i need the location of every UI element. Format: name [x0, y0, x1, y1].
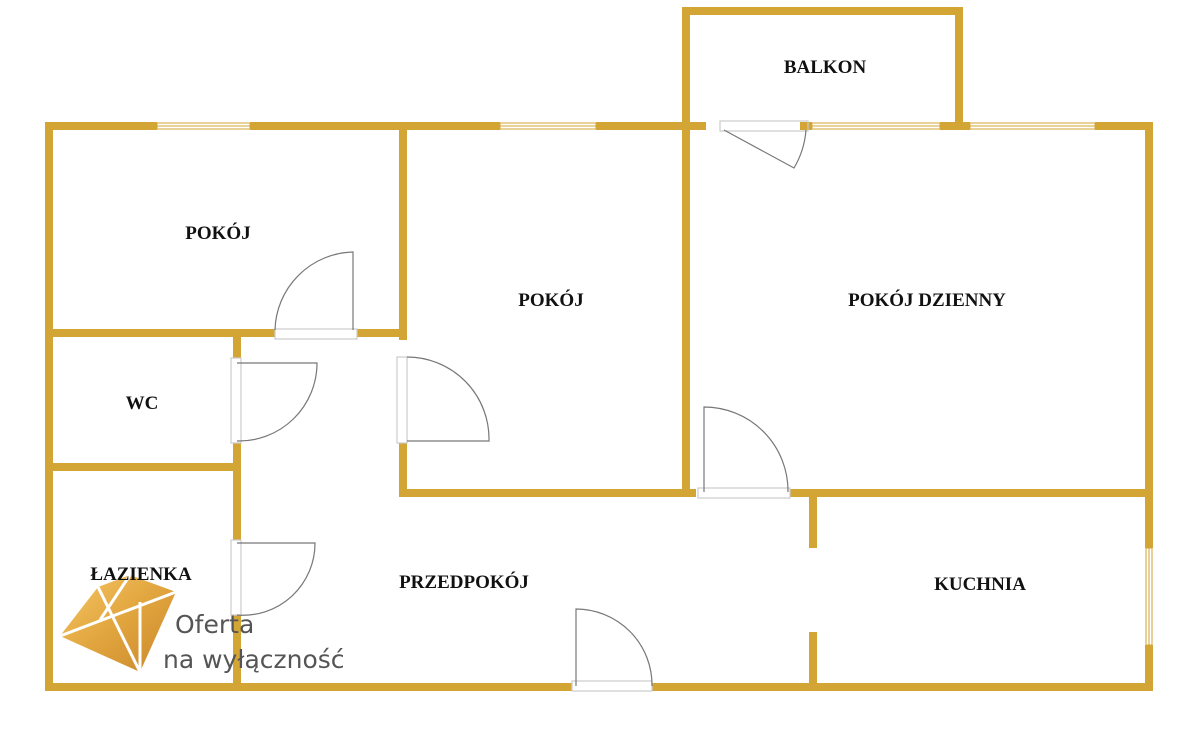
windows: [156, 122, 1153, 646]
window: [499, 122, 597, 130]
room-label-kuchnia: KUCHNIA: [934, 574, 1026, 595]
room-label-pokoj-dzienny: POKÓJ DZIENNY: [848, 290, 1006, 311]
window: [969, 122, 1096, 130]
window: [811, 122, 941, 130]
door-lazienka: [230, 539, 316, 616]
door-entrance: [571, 608, 653, 692]
logo-text-line1: Oferta: [175, 610, 255, 639]
room-label-przedpokoj: PRZEDPOKÓJ: [399, 572, 529, 593]
room-label-pokoj-1: POKÓJ: [185, 223, 251, 244]
door-pokoj2: [396, 356, 490, 444]
door-balcony: [719, 120, 809, 169]
room-label-balkon: BALKON: [783, 57, 867, 78]
window: [1145, 547, 1153, 646]
logo-diamond-icon: [59, 574, 177, 673]
window: [156, 122, 251, 130]
room-label-wc: WC: [125, 393, 159, 414]
walls: [45, 7, 1153, 691]
door-pokoj-dzienny: [697, 406, 791, 499]
room-label-lazienka: ŁAZIENKA: [90, 564, 192, 585]
room-label-pokoj-2: POKÓJ: [518, 290, 584, 311]
door-wc: [230, 357, 318, 444]
doors: [230, 120, 809, 692]
door-pokoj1: [274, 251, 358, 340]
logo-text-line2: na wyłączność: [163, 645, 345, 674]
